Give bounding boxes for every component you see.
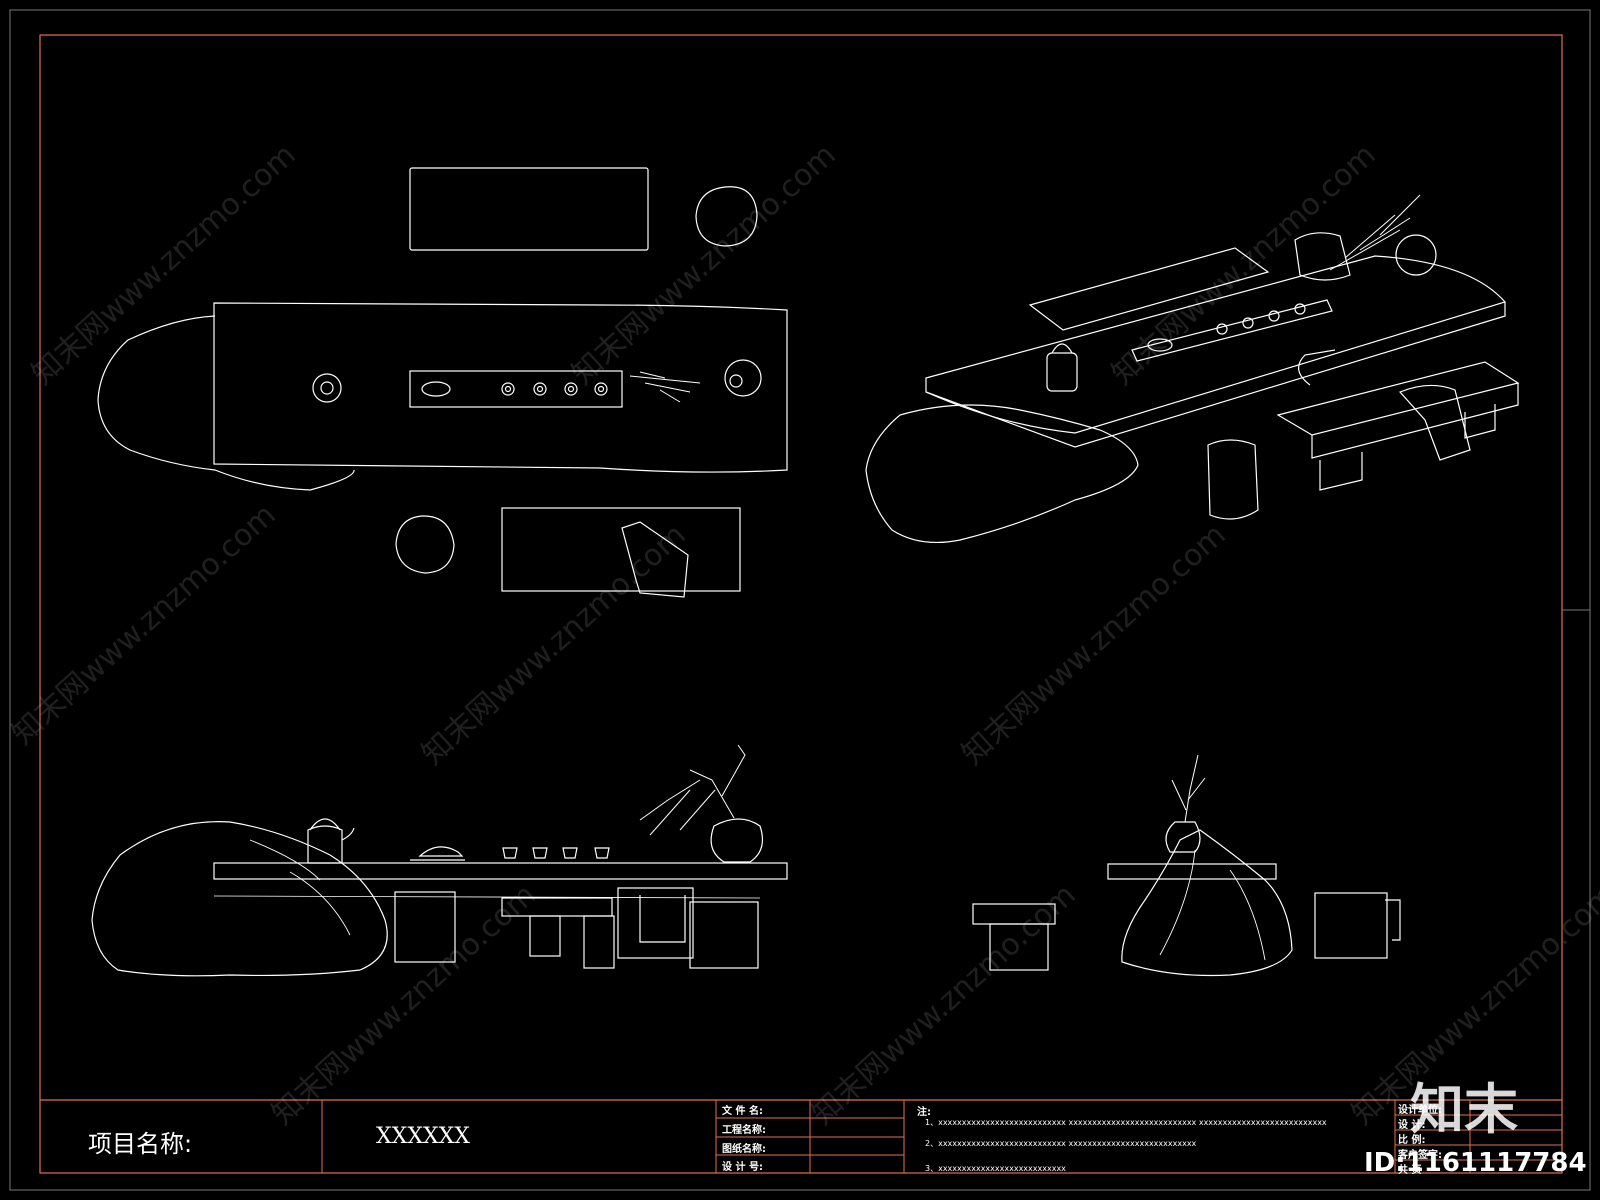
plan-rock — [97, 315, 355, 491]
elev-stool-2 — [617, 887, 694, 959]
side-rock — [1121, 829, 1293, 977]
inner-frame — [39, 34, 1563, 1174]
perspective-view — [865, 194, 1520, 544]
elev-rock — [91, 821, 388, 977]
persp-table-top — [925, 255, 1507, 434]
plan-bench-lower — [501, 507, 741, 592]
elev-kettle — [307, 825, 343, 864]
elev-stool-1 — [394, 891, 456, 963]
persp-stool-back — [1294, 232, 1351, 281]
plan-bench-top — [409, 167, 649, 251]
note-line-1: 1、xxxxxxxxxxxxxxxxxxxxxxxxxxx xxxxxxxxxx… — [925, 1118, 1327, 1127]
elev-bench-1 — [501, 897, 613, 917]
elev-vase — [710, 818, 763, 863]
notes-label: 注: — [917, 1107, 931, 1118]
persp-kettle — [1046, 352, 1078, 392]
design-number-label: 设 计 号: — [722, 1162, 763, 1173]
side-table-top — [1107, 863, 1277, 880]
design-unit-label: 设计单位: — [1398, 1105, 1442, 1116]
plan-kettle — [312, 373, 342, 403]
plan-vase — [724, 359, 762, 397]
note-line-3: 3、xxxxxxxxxxxxxxxxxxxxxxxxxxx — [925, 1164, 1066, 1173]
site-logo: 知末 — [1410, 1078, 1518, 1141]
page-total-label: 共 页 — [1398, 1165, 1422, 1176]
persp-bench-front — [1276, 361, 1520, 436]
elev-teapot — [418, 846, 464, 857]
scale-label: 比 例: — [1398, 1135, 1426, 1146]
engineering-name-label: 工程名称: — [722, 1125, 766, 1136]
image-id-label: ID:1161117784 — [1364, 1148, 1587, 1178]
persp-tea-tray — [1131, 299, 1333, 362]
plan-view — [97, 167, 788, 598]
elev-bench-2 — [689, 901, 759, 969]
drawing-name-label: 图纸名称: — [722, 1144, 766, 1155]
side-stool-left — [972, 903, 1056, 925]
persp-stool-front — [1207, 439, 1259, 520]
designer-label: 设 计: — [1398, 1120, 1426, 1131]
side-vase — [1165, 821, 1201, 853]
front-elevation — [91, 744, 788, 977]
plan-table-top — [213, 302, 788, 473]
persp-rock — [865, 404, 1139, 544]
note-line-2: 2、xxxxxxxxxxxxxxxxxxxxxxxxxxx xxxxxxxxxx… — [925, 1139, 1197, 1148]
persp-vase — [1395, 234, 1437, 276]
elev-table-top — [213, 862, 788, 880]
file-name-label: 文 件 名: — [722, 1106, 763, 1117]
outer-frame — [9, 9, 1591, 1191]
client-signature-label: 客户签字: — [1398, 1150, 1442, 1161]
side-stool-right — [1314, 892, 1388, 959]
plan-cloth — [621, 521, 689, 598]
side-elevation — [972, 754, 1401, 977]
persp-cloth — [1398, 384, 1471, 461]
persp-bench-back — [1028, 247, 1270, 331]
plan-stool-lower — [395, 515, 455, 574]
plan-tea-tray — [409, 370, 623, 408]
plan-stool-top — [695, 186, 758, 247]
project-name-value: XXXXXX — [376, 1124, 470, 1149]
project-name-label: 项目名称: — [88, 1130, 193, 1158]
